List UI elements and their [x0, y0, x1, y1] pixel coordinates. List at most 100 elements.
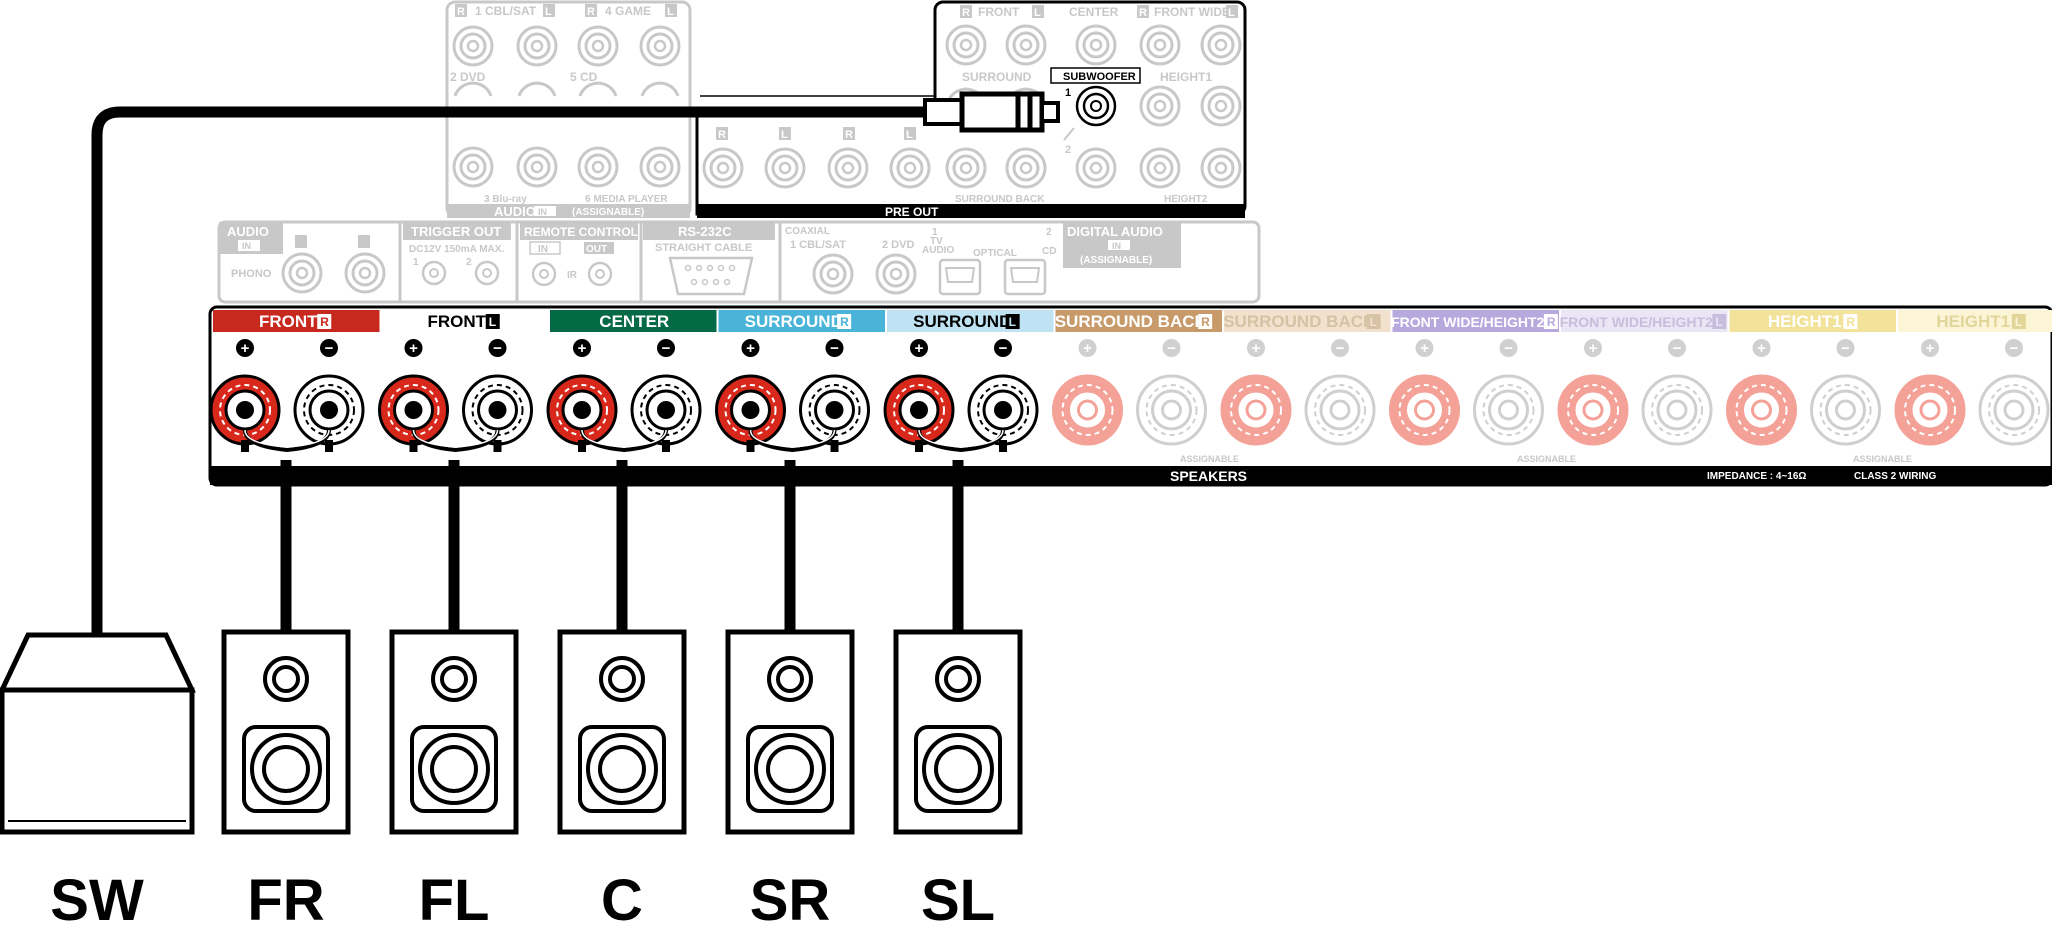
speaker-terminal-minus[interactable]	[1304, 374, 1376, 446]
speaker-terminal-minus[interactable]	[1810, 374, 1881, 446]
minus-sign-marker	[1836, 339, 1855, 357]
trigger-jack	[474, 260, 500, 286]
coaxial-jack	[812, 253, 854, 295]
channel-label: HEIGHT1	[1768, 312, 1842, 331]
minus-sign: −	[493, 340, 502, 357]
pre-out-label-height2: HEIGHT2	[1164, 194, 1208, 205]
speaker-terminal-minus[interactable]	[1641, 374, 1713, 446]
pre-out-label-subwoofer: SUBWOOFER	[1063, 71, 1136, 83]
plus-sign-marker	[573, 339, 591, 357]
plus-sign: +	[1083, 340, 1092, 357]
minus-sign: −	[325, 340, 334, 357]
speaker-terminal-plus[interactable]	[1220, 374, 1292, 446]
svg-text:TV: TV	[930, 236, 943, 247]
minus-sign-marker	[1499, 339, 1518, 357]
phono-label: PHONO	[231, 268, 272, 280]
phono-title: AUDIO	[227, 224, 269, 239]
speaker-terminal-plus[interactable]	[1052, 374, 1123, 446]
assignable-label-3: ASSIGNABLE	[1853, 454, 1912, 464]
svg-text:CD: CD	[1042, 246, 1056, 257]
pre-out-tag-r: R	[718, 129, 726, 141]
plus-sign-marker	[1247, 339, 1265, 357]
remote-jack	[587, 261, 613, 287]
speaker-label-fr: FR	[247, 868, 324, 933]
speaker-terminal-plus[interactable]	[1557, 374, 1629, 446]
minus-sign-marker	[488, 339, 507, 357]
speaker-label-sl: SL	[921, 868, 995, 933]
minus-sign-marker	[657, 339, 675, 357]
cables	[91, 106, 1005, 640]
channel-header-10: HEIGHT1 L	[1898, 310, 2052, 332]
rca-jack	[639, 146, 681, 188]
plus-sign: +	[1757, 340, 1766, 357]
class2-wiring-label: CLASS 2 WIRING	[1854, 471, 1936, 482]
minus-sign-marker	[825, 339, 844, 357]
channel-label: SURROUND	[913, 312, 1011, 331]
speakers-footer: SPEAKERS	[1170, 468, 1247, 484]
remote-control-title: REMOTE CONTROL	[524, 225, 638, 239]
remote-ir-label: IR	[567, 270, 578, 281]
plus-sign-marker	[1078, 339, 1097, 357]
audio-in-label-dvd: 2 DVD	[450, 70, 486, 84]
phono-jack	[344, 252, 386, 294]
speaker-terminal-minus[interactable]	[1978, 374, 2050, 446]
coaxial-jack	[875, 253, 917, 295]
channel-label: SURROUND BACK	[1055, 312, 1208, 331]
pre-out-label-surround: SURROUND	[962, 70, 1032, 84]
speaker-label-sr: SR	[750, 868, 831, 933]
middle-connector-row: AUDIO IN PHONO TRIGGER OUT DC12V 150mA M…	[217, 220, 1261, 304]
pre-out-label-sub-2: 2	[1065, 144, 1071, 156]
minus-sign: −	[999, 340, 1008, 357]
plus-sign-marker	[1584, 339, 1602, 357]
trigger-1-label: 1	[413, 257, 419, 268]
subwoofer-pre-out-jack	[1075, 85, 1117, 127]
digital-in-tag: IN	[1112, 241, 1121, 251]
pre-out-l-tag: L	[1034, 7, 1041, 19]
speaker-label-sw: SW	[50, 868, 144, 933]
minus-sign: −	[1167, 340, 1176, 357]
rs232c-sub: STRAIGHT CABLE	[655, 242, 752, 254]
minus-sign: −	[1336, 340, 1345, 357]
minus-sign-marker	[1331, 339, 1349, 357]
remote-jack	[531, 261, 557, 287]
speaker-terminal-minus[interactable]	[1473, 374, 1544, 446]
channel-tag: L	[1715, 315, 1722, 329]
trigger-jack	[421, 260, 447, 286]
digital-assignable: (ASSIGNABLE)	[1080, 255, 1152, 266]
optical-port-cd	[1003, 258, 1047, 296]
plus-sign: +	[1926, 340, 1935, 357]
plus-sign-marker	[741, 339, 760, 357]
minus-sign-marker	[320, 339, 338, 357]
channel-label: CENTER	[599, 312, 669, 331]
minus-sign: −	[830, 340, 839, 357]
channel-tag: R	[840, 315, 849, 329]
audio-in-label-game: 4 GAME	[605, 4, 651, 18]
speaker-terminal-plus[interactable]	[1894, 374, 1966, 446]
rca-jack	[577, 25, 619, 67]
channel-tag: L	[2015, 315, 2022, 329]
speaker-terminal-plus[interactable]	[1726, 374, 1797, 446]
channel-tag: R	[320, 315, 329, 329]
pre-out-label-frontwide: FRONT WIDE	[1154, 5, 1230, 19]
pre-out-panel: PRE OUT R FRONT L CENTER R FRONT WIDE L …	[695, 0, 1247, 219]
channel-label: FRONT WIDE/HEIGHT2	[1560, 314, 1713, 330]
speaker-terminal-plus[interactable]	[1389, 374, 1460, 446]
pre-out-tag-l: L	[781, 129, 788, 141]
speaker-terminal-minus[interactable]	[1136, 374, 1207, 446]
phono-jack	[281, 252, 323, 294]
channel-label: HEIGHT1	[1936, 312, 2010, 331]
audio-in-label-bluray: 3 Blu-ray	[484, 194, 527, 205]
speaker-label-fl: FL	[419, 868, 490, 933]
rca-jack	[452, 25, 494, 67]
plus-sign-marker	[910, 339, 928, 357]
pre-out-label-sub-1: 1	[1065, 87, 1071, 99]
audio-in-label-mediaplayer: 6 MEDIA PLAYER	[585, 194, 668, 205]
audio-in-l-tag-1: L	[545, 6, 552, 18]
plus-sign-marker	[404, 339, 423, 357]
